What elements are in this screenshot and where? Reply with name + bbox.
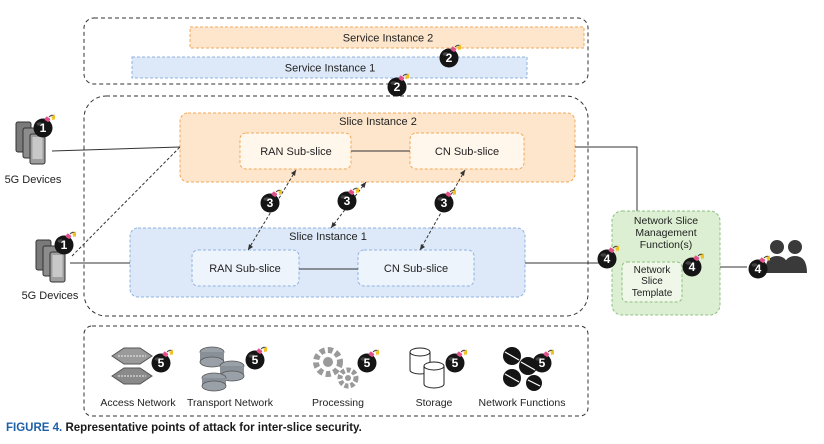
template-line3: Template xyxy=(632,288,673,299)
devices-top-label: 5G Devices xyxy=(5,174,62,186)
devices-bottom: 5G Devices xyxy=(22,239,79,302)
template-line2: Slice xyxy=(641,276,663,287)
service-instance-1-label: Service Instance 1 xyxy=(285,63,376,75)
caption-text: Representative points of attack for inte… xyxy=(65,422,362,434)
svg-text:2: 2 xyxy=(394,80,401,94)
attack-point: 4 xyxy=(748,254,770,279)
attack-point: 1 xyxy=(54,230,76,255)
slice-2-cn-label: CN Sub-slice xyxy=(435,146,499,158)
svg-text:3: 3 xyxy=(441,196,448,210)
slice-1-ran-label: RAN Sub-slice xyxy=(209,263,281,275)
svg-text:4: 4 xyxy=(755,262,762,276)
service-instance-1-box xyxy=(131,56,528,79)
figure-caption: FIGURE 4. Representative points of attac… xyxy=(6,422,362,434)
attack-point: 2 xyxy=(387,72,409,97)
attack-point: 3 xyxy=(260,188,282,213)
storage-icon xyxy=(409,347,445,389)
attack-point: 4 xyxy=(682,252,704,277)
slice-1-cn-box xyxy=(357,249,475,287)
users-icon xyxy=(765,240,807,273)
nsmf-line2: Management xyxy=(635,227,696,239)
attack-point: 2 xyxy=(439,43,461,68)
devices-top: 5G Devices xyxy=(5,121,62,186)
svg-text:3: 3 xyxy=(344,194,351,208)
nsmf-line1: Network Slice xyxy=(634,215,698,227)
service-instance-2-box xyxy=(189,26,585,49)
svg-text:5: 5 xyxy=(252,353,259,367)
service-instance-2-label: Service Instance 2 xyxy=(343,33,434,45)
storage-label: Storage xyxy=(416,397,453,409)
slice-container xyxy=(83,95,589,317)
svg-text:5: 5 xyxy=(452,356,459,370)
slice-2-ran-label: RAN Sub-slice xyxy=(260,146,332,158)
device-top-link xyxy=(51,146,181,152)
attack-point: 5 xyxy=(151,348,173,373)
attack-point: 5 xyxy=(445,348,467,373)
svg-text:5: 5 xyxy=(158,356,165,370)
attack-point: 5 xyxy=(532,348,554,373)
processing-icon xyxy=(313,347,359,389)
service-container xyxy=(83,17,589,85)
svg-text:4: 4 xyxy=(689,260,696,274)
device-bottom-cross-link xyxy=(71,146,181,257)
attack-point: 3 xyxy=(337,186,359,211)
svg-text:1: 1 xyxy=(61,238,68,252)
svg-text:1: 1 xyxy=(40,121,47,135)
nsmf-line3: Function(s) xyxy=(640,239,693,251)
attack-point: 1 xyxy=(33,113,55,138)
attack-point: 5 xyxy=(245,345,267,370)
slice-instance-1-title: Slice Instance 1 xyxy=(289,231,367,243)
network-functions-label: Network Functions xyxy=(479,397,566,409)
processing-label: Processing xyxy=(312,397,364,409)
devices-bottom-label: 5G Devices xyxy=(22,290,79,302)
svg-text:5: 5 xyxy=(364,356,371,370)
svg-text:4: 4 xyxy=(604,252,611,266)
slice-instance-2-title: Slice Instance 2 xyxy=(339,116,417,128)
slice-1-ran-box xyxy=(191,249,300,287)
slice-2-to-nsmf-link xyxy=(575,146,638,212)
slice-1-cn-label: CN Sub-slice xyxy=(384,263,448,275)
template-line1: Network xyxy=(634,265,672,276)
attack-point: 4 xyxy=(597,244,619,269)
arrowheads xyxy=(248,170,465,250)
svg-text:2: 2 xyxy=(446,51,453,65)
attack-point: 3 xyxy=(434,188,456,213)
template-box xyxy=(621,261,683,303)
transport-network-icon xyxy=(199,346,245,392)
access-network-label: Access Network xyxy=(100,397,176,409)
network-functions-icon-marks xyxy=(504,351,541,387)
attack-point: 5 xyxy=(357,348,379,373)
access-network-icon xyxy=(111,347,153,385)
figure-label: FIGURE 4. xyxy=(6,422,63,434)
svg-text:3: 3 xyxy=(267,196,274,210)
svg-text:5: 5 xyxy=(539,356,546,370)
transport-network-label: Transport Network xyxy=(187,397,274,409)
